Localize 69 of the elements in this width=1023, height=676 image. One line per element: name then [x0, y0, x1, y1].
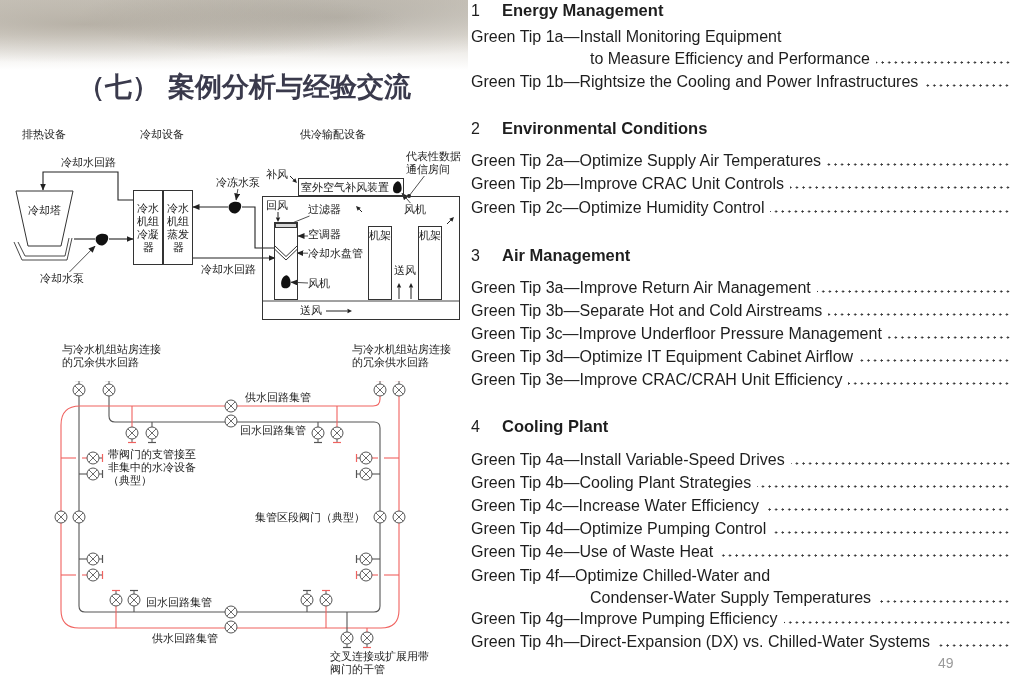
toc-entry: Green Tip 1b—Rightsize the Cooling and Power Infrastructures — [471, 71, 1015, 93]
annotation-label: 与冷水机组站房连接的冗余供水回路 — [62, 343, 162, 369]
leader-line — [291, 215, 310, 224]
component-label: 风机 — [404, 203, 428, 216]
component-label: 空调器 — [308, 228, 343, 241]
toc-entry: Green Tip 4h—Direct-Expansion (DX) vs. Chilled-Water Systems — [471, 631, 1015, 653]
component-label: 冷却水泵 — [40, 272, 86, 285]
slide-title: （七） 案例分析与经验交流 — [78, 70, 412, 104]
equipment-rack: 机架 — [418, 226, 442, 300]
pipe — [73, 238, 96, 240]
edge-label: 冷却水回路 — [200, 263, 257, 276]
section-number: 3 — [471, 246, 480, 267]
component-label: 过滤器 — [308, 203, 343, 216]
section-label: 排热设备 — [22, 128, 66, 141]
component-label: 风机 — [308, 277, 332, 290]
chiller-evaporator: 冷水机组蒸发器 — [163, 190, 193, 265]
pipe — [192, 255, 276, 261]
flow-label: 补风 — [266, 168, 288, 181]
component-label: 冷冻水泵 — [216, 176, 262, 189]
toc-entry: Green Tip 3b—Separate Hot and Cold Airstreams — [471, 300, 1015, 322]
toc-entry: Green Tip 4d—Optimize Pumping Control — [471, 518, 1015, 540]
toc-entry: Green Tip 4f—Optimize Chilled-Water and Condenser-Water Supply Temperatures — [471, 565, 1015, 609]
toc-entry: Green Tip 2a—Optimize Supply Air Temperatures — [471, 150, 1015, 172]
toc-entry: Green Tip 3c—Improve Underfloor Pressure Management — [471, 323, 1015, 345]
annotation-label: 与冷水机组站房连接的冗余供水回路 — [352, 343, 452, 369]
toc-entry: Green Tip 2b—Improve CRAC Unit Controls — [471, 173, 1015, 195]
cooling-coil — [275, 245, 297, 261]
toc-entry: Green Tip 4e—Use of Waste Heat — [471, 541, 1015, 563]
toc-entry: Green Tip 3d—Optimize IT Equipment Cabinet Airflow — [471, 346, 1015, 368]
toc-entry: Green Tip 1a—Install Monitoring Equipment to Measure Efficiency and Performance — [471, 26, 1015, 70]
page-number: 49 — [938, 655, 954, 671]
section-label: 供冷输配设备 — [300, 128, 366, 141]
edge-label: 冷却水回路 — [60, 156, 117, 169]
filter-bar — [275, 223, 297, 228]
room-label: 代表性数据通信房间 — [406, 150, 463, 176]
server-room-outline — [262, 196, 460, 320]
pipe — [192, 204, 229, 210]
pump-symbol — [95, 232, 109, 246]
section-number: 2 — [471, 119, 480, 140]
section-number: 1 — [471, 1, 480, 22]
equipment-rack: 机架 — [368, 226, 392, 300]
annotation-label: 交叉连接或扩展用带阀门的干管 — [330, 650, 430, 676]
pipe — [108, 236, 134, 242]
section-heading: Energy Management — [502, 0, 664, 22]
unit-label: 室外空气补风装置 — [301, 181, 389, 194]
section-label: 冷却设备 — [140, 128, 184, 141]
toc-entry: Green Tip 3e—Improve CRAC/CRAH Unit Efficiency — [471, 369, 1015, 391]
air-handler-unit — [274, 222, 298, 300]
toc-entry: Green Tip 2c—Optimize Humidity Control — [471, 197, 1015, 219]
toc-entry: Green Tip 4a—Install Variable-Speed Drives — [471, 449, 1015, 471]
chiller-condenser: 冷水机组冷凝器 — [133, 190, 163, 265]
section-number: 4 — [471, 417, 480, 438]
flow-label: 送风 — [394, 264, 416, 277]
pipe — [241, 206, 276, 249]
toc-entry: Green Tip 3a—Improve Return Air Management — [471, 277, 1015, 299]
toc-entry: Green Tip 4b—Cooling Plant Strategies — [471, 472, 1015, 494]
section-heading: Air Management — [502, 245, 631, 267]
section-heading: Environmental Conditions — [502, 118, 708, 140]
flow-label: 回风 — [266, 199, 288, 212]
section-heading: Cooling Plant — [502, 416, 609, 438]
component-label: 冷却水盘管 — [308, 247, 365, 260]
pump-symbol — [228, 200, 242, 214]
fan-symbol — [280, 275, 291, 289]
flow-label: 送风 — [300, 304, 322, 317]
makeup-air-unit — [298, 178, 404, 196]
toc-entry: Green Tip 4c—Increase Water Efficiency — [471, 495, 1015, 517]
fan-symbol — [392, 181, 402, 194]
toc-entry: Green Tip 4g—Improve Pumping Efficiency — [471, 608, 1015, 630]
pipe — [40, 171, 134, 201]
